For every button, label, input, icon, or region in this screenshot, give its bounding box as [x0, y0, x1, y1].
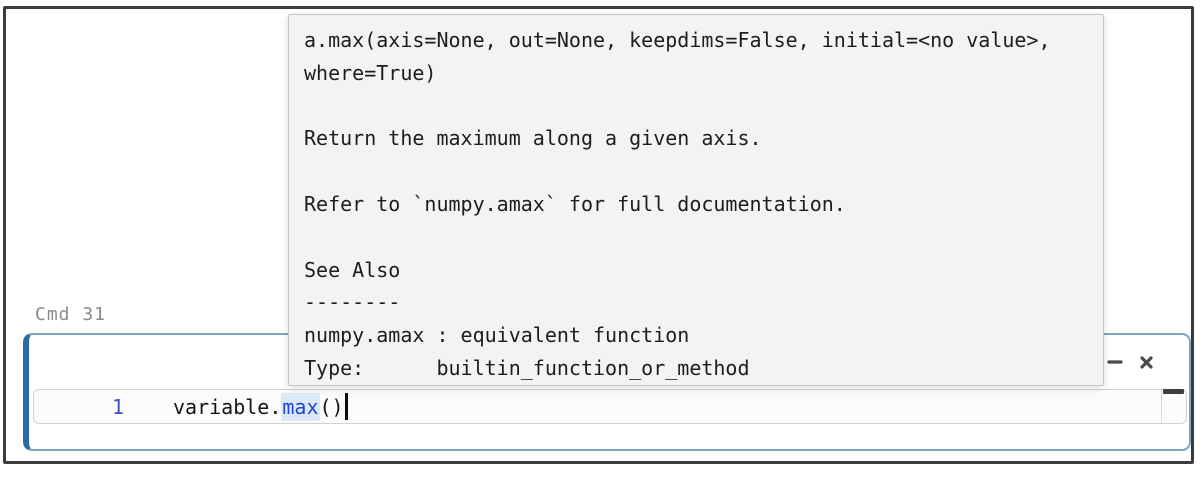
- code-editor[interactable]: 1 variable.max(): [33, 389, 1187, 424]
- code-line: variable.max(): [173, 392, 348, 421]
- code-method-token: max: [281, 392, 320, 421]
- text-cursor: [344, 393, 348, 420]
- line-number: 1: [111, 394, 124, 419]
- close-icon: [1139, 355, 1154, 370]
- docstring-tooltip: a.max(axis=None, out=None, keepdims=Fals…: [288, 14, 1104, 386]
- docstring-line: Return the maximum along a given axis.: [304, 126, 762, 151]
- docstring-line: See Also: [304, 257, 401, 282]
- docstring-line: a.max(axis=None, out=None, keepdims=Fals…: [304, 28, 1051, 52]
- docstring-line: Type: builtin_function_or_method: [304, 355, 750, 380]
- docstring-line: numpy.amax : equivalent function: [304, 323, 690, 348]
- cell-command-label: Cmd 31: [35, 304, 107, 325]
- cell-controls: [1107, 354, 1154, 370]
- editor-scrollbar-track[interactable]: [1161, 389, 1186, 423]
- docstring-line: where=True): [304, 60, 437, 85]
- docstring-line: Refer to `numpy.amax` for full documenta…: [304, 191, 846, 216]
- docstring-line: [304, 221, 1091, 254]
- scrollbar-thumb-icon[interactable]: [1163, 389, 1184, 394]
- docstring-line: [304, 90, 1091, 123]
- minus-icon: [1107, 354, 1123, 370]
- minimize-cell-button[interactable]: [1107, 354, 1123, 370]
- close-cell-button[interactable]: [1138, 354, 1154, 370]
- code-suffix-text: (): [319, 394, 344, 419]
- code-object-text: variable.: [173, 394, 282, 419]
- docstring-line: --------: [304, 290, 401, 315]
- docstring-line: [304, 155, 1091, 188]
